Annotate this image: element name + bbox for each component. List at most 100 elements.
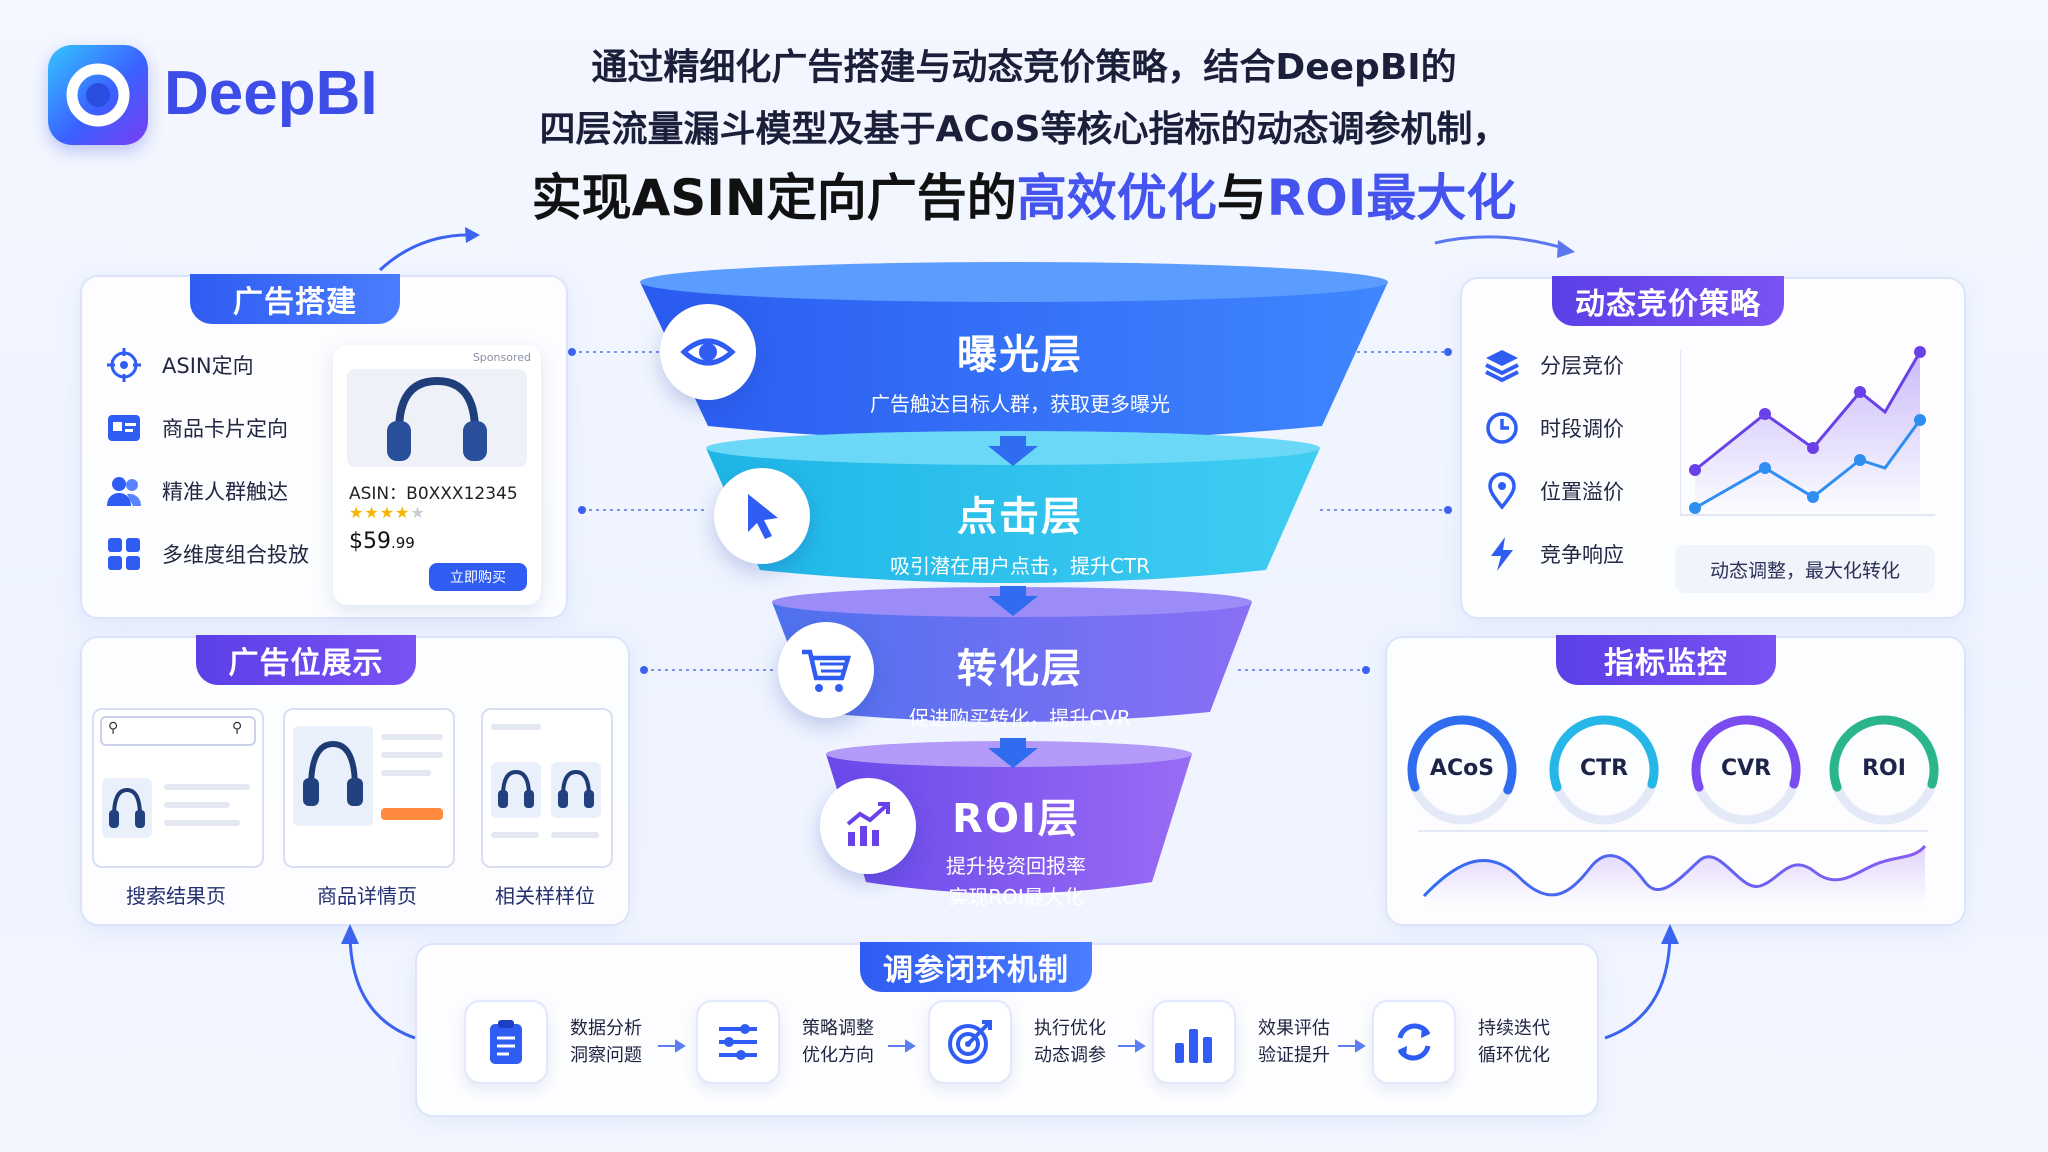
loop-step-strategy[interactable]: 策略调整优化方向 — [696, 1000, 874, 1084]
metrics-wave-chart — [1422, 844, 1927, 906]
step-line1: 执行优化 — [1034, 1018, 1106, 1039]
headline-line1: 通过精细化广告搭建与动态竞价策略，结合DeepBI的 — [591, 47, 1457, 88]
text-line — [491, 832, 539, 838]
cursor-icon — [748, 494, 778, 539]
layers-icon — [1482, 345, 1522, 385]
headline-highlight-2: ROI最大化 — [1266, 169, 1517, 227]
bidding-chart-caption: 动态调整，最大化转化 — [1675, 545, 1935, 593]
headphones-icon — [109, 787, 145, 828]
product-thumb — [491, 762, 541, 818]
product-price: $59.99 — [349, 529, 415, 554]
ad-build-item-asin[interactable]: ASIN定向 — [104, 345, 254, 385]
product-thumb — [551, 762, 601, 818]
step-line2: 验证提升 — [1258, 1045, 1330, 1066]
step-line1: 效果评估 — [1258, 1018, 1330, 1039]
curve-arrow-right — [1434, 235, 1575, 258]
funnel-layer-roi — [826, 741, 1192, 894]
loop-arrow-left — [341, 924, 416, 1040]
gauge-label: CVR — [1720, 756, 1772, 781]
funnel-text-exposure: 曝光层 广告触达目标人群，获取更多曝光 — [820, 322, 1220, 417]
funnel-down-arrows — [988, 436, 1038, 768]
bidding-trend-chart — [1680, 346, 1935, 516]
bidding-item-position[interactable]: 位置溢价 — [1482, 471, 1624, 511]
logo-icon — [66, 63, 130, 127]
layer-title: ROI层 — [952, 796, 1080, 842]
loop-arrow-right — [1604, 924, 1679, 1040]
gauge-label: CTR — [1579, 756, 1629, 781]
loop-step-execute[interactable]: 执行优化动态调参 — [928, 1000, 1106, 1084]
step-line2: 循环优化 — [1478, 1045, 1550, 1066]
bidding-item-competition[interactable]: 竞争响应 — [1482, 534, 1624, 574]
curve-arrow-left — [378, 227, 480, 272]
funnel-text-click: 点击层 吸引潜在用户点击，提升CTR — [820, 484, 1220, 579]
clipboard-icon — [464, 1000, 548, 1084]
bar-chart-icon — [1152, 1000, 1236, 1084]
gauge-cvr[interactable]: CVR — [1688, 712, 1804, 828]
price-main: $59 — [349, 529, 391, 554]
funnel-text-roi: ROI层 提升投资回报率 实现ROI最大化 — [860, 786, 1172, 910]
search-icon: ⚲ — [232, 720, 243, 736]
search-icon: ⚲ — [108, 720, 119, 736]
funnel-icon-roi — [820, 778, 916, 874]
product-asin: ASIN：B0XXX12345 — [349, 484, 518, 504]
bidding-item-tiered[interactable]: 分层竞价 — [1482, 345, 1624, 385]
placement-caption: 商品详情页 — [317, 884, 417, 908]
lightning-icon — [1482, 534, 1522, 574]
headline-highlight-1: 高效优化 — [1016, 169, 1217, 227]
buy-now-button[interactable]: 立即购买 — [429, 563, 527, 591]
text-line — [164, 820, 240, 826]
funnel-layer-exposure — [640, 262, 1388, 441]
loop-step-iterate[interactable]: 持续迭代循环优化 — [1372, 1000, 1550, 1084]
sliders-icon — [696, 1000, 780, 1084]
bidding-item-label: 位置溢价 — [1540, 480, 1624, 504]
sponsored-product-card[interactable]: Sponsored ASIN：B0XXX12345 ★★★★★ $59.99 立… — [333, 345, 541, 605]
layer-subtitle: 提升投资回报率 — [946, 854, 1086, 878]
headphones-icon — [558, 769, 594, 808]
sponsored-label: Sponsored — [472, 351, 531, 364]
brand-name: DeepBI — [164, 59, 378, 128]
target-arrow-icon — [928, 1000, 1012, 1084]
location-pin-icon — [1482, 471, 1522, 511]
eye-icon — [680, 338, 736, 366]
layer-subtitle: 促进购买转化，提升CVR — [909, 706, 1131, 730]
gauge-ring — [1691, 715, 1801, 825]
text-line — [164, 784, 250, 790]
ad-build-item-card[interactable]: 商品卡片定向 — [104, 408, 288, 448]
text-line — [381, 752, 443, 758]
bidding-item-label: 时段调价 — [1540, 417, 1624, 441]
gauge-roi[interactable]: ROI — [1826, 712, 1942, 828]
placement-search-page[interactable]: ⚲ ⚲ — [92, 708, 264, 868]
target-icon — [104, 345, 144, 385]
cart-icon — [802, 649, 852, 692]
loop-step-analysis[interactable]: 数据分析洞察问题 — [464, 1000, 642, 1084]
funnel-icon-conversion — [778, 622, 874, 718]
placement-detail-page[interactable] — [283, 708, 455, 868]
ad-build-item-label: 商品卡片定向 — [162, 417, 288, 441]
gauge-acos[interactable]: ACoS — [1404, 712, 1520, 828]
product-image — [347, 369, 527, 467]
bidding-item-time[interactable]: 时段调价 — [1482, 408, 1624, 448]
ad-build-item-audience[interactable]: 精准人群触达 — [104, 471, 288, 511]
text-line — [491, 724, 541, 730]
ad-build-title: 广告搭建 — [190, 274, 400, 324]
layer-title: 点击层 — [957, 494, 1083, 540]
headline-line3: 实现ASIN定向广告的高效优化与ROI最大化 — [0, 158, 2048, 230]
text-line — [381, 770, 431, 776]
users-icon — [104, 471, 144, 511]
gauge-ctr[interactable]: CTR — [1546, 712, 1662, 828]
headline-part-c: 与 — [1216, 169, 1267, 227]
clock-icon — [1482, 408, 1522, 448]
placement-caption: 相关样样位 — [495, 884, 595, 908]
placement-caption: 搜索结果页 — [126, 884, 226, 908]
ad-build-item-combo[interactable]: 多维度组合投放 — [104, 534, 309, 574]
bidding-title: 动态竞价策略 — [1552, 276, 1784, 326]
series-line-blue — [1694, 419, 1922, 510]
funnel-icon-exposure — [660, 304, 756, 400]
step-line2: 洞察问题 — [570, 1045, 642, 1066]
gauge-ring — [1549, 715, 1659, 825]
loop-step-evaluate[interactable]: 效果评估验证提升 — [1152, 1000, 1330, 1084]
text-line — [381, 734, 443, 740]
placement-related-slot[interactable] — [481, 708, 613, 868]
